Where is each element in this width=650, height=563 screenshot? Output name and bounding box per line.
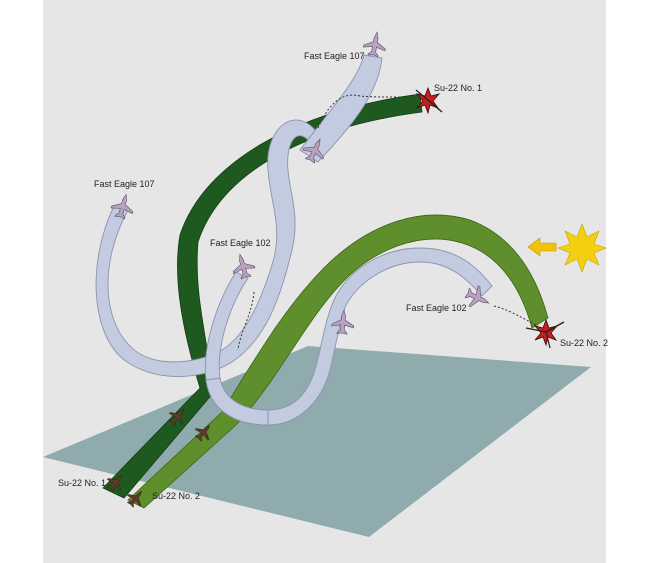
explosion-icon <box>415 87 443 114</box>
label-su22-no2-bottom: Su-22 No. 2 <box>152 491 200 501</box>
sun-icon <box>557 223 607 273</box>
ground-plane <box>43 346 591 537</box>
su22-no2-path <box>127 214 549 509</box>
label-su22-no1-top: Su-22 No. 1 <box>434 83 482 93</box>
missile-trail-su22-no2 <box>493 305 539 327</box>
label-fast-eagle-107-top: Fast Eagle 107 <box>304 51 365 61</box>
arrow-left-icon <box>527 237 557 257</box>
fast-eagle-107-path-upper <box>299 54 383 163</box>
label-fast-eagle-107-left: Fast Eagle 107 <box>94 179 155 189</box>
missile-trail-center <box>237 291 255 351</box>
label-fast-eagle-102-mid: Fast Eagle 102 <box>210 238 271 248</box>
label-su22-no1-bottom: Su-22 No. 1 <box>58 478 106 488</box>
explosion-icon <box>525 319 565 349</box>
missile-trail-su22-no1 <box>317 94 413 129</box>
fast-eagle-102-path-overlay <box>205 377 269 426</box>
label-su22-no2-right: Su-22 No. 2 <box>560 338 608 348</box>
label-fast-eagle-102-right: Fast Eagle 102 <box>406 303 467 313</box>
